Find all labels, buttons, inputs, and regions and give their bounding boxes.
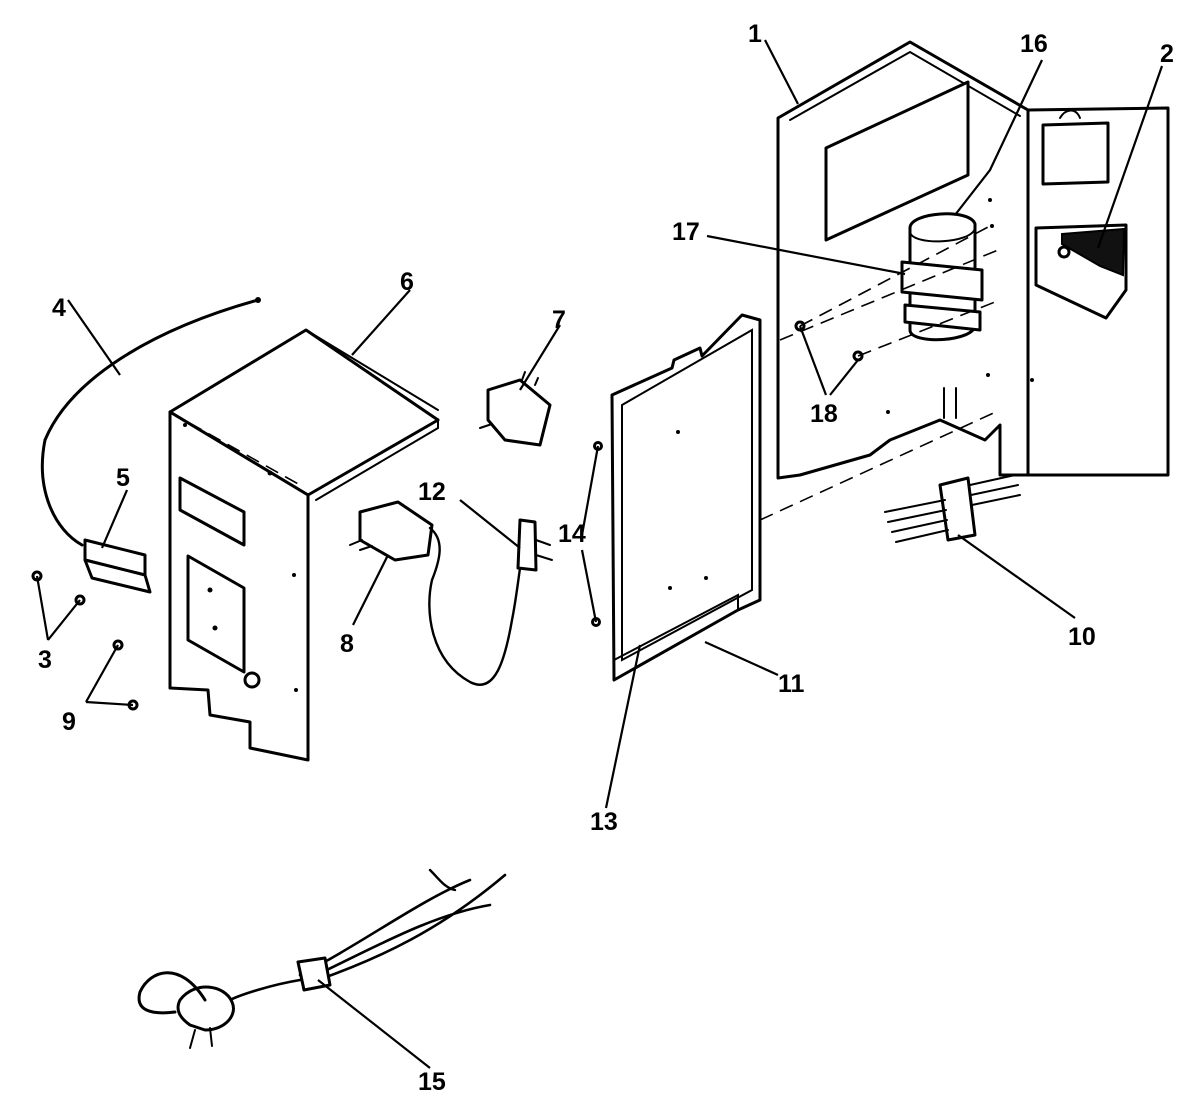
part-15-power-cord <box>137 868 507 1049</box>
part-8-switch <box>349 500 527 686</box>
part-10-terminal-block <box>884 474 1021 543</box>
leader-lines <box>35 39 1164 1069</box>
callout-9: 9 <box>62 708 76 736</box>
part-12-terminal <box>516 518 553 572</box>
callout-10: 10 <box>1068 623 1096 651</box>
callout-18: 18 <box>810 400 838 428</box>
callout-labels: 1 16 2 17 18 10 4 6 7 5 12 14 8 3 9 11 1… <box>38 20 1174 1096</box>
callout-6: 6 <box>400 268 414 296</box>
callout-2: 2 <box>1160 40 1174 68</box>
callout-7: 7 <box>552 306 566 334</box>
callout-17: 17 <box>672 218 700 246</box>
callout-5: 5 <box>116 464 130 492</box>
assembly-lines <box>169 225 1001 521</box>
part-9-screws <box>112 639 139 711</box>
part-17-strap <box>900 260 984 332</box>
part-13-insulation <box>621 328 753 662</box>
part-7-switch <box>479 371 552 447</box>
callout-14: 14 <box>558 520 586 548</box>
callout-3: 3 <box>38 646 52 674</box>
callout-15: 15 <box>418 1068 446 1096</box>
callout-13: 13 <box>590 808 618 836</box>
callout-12: 12 <box>418 478 446 506</box>
callout-4: 4 <box>52 294 66 322</box>
part-4-cable <box>40 297 261 547</box>
callout-1: 1 <box>748 20 762 48</box>
part-6-control-box <box>168 328 440 762</box>
callout-16: 16 <box>1020 30 1048 58</box>
part-5-bracket <box>83 538 152 594</box>
part-11-cover-panel <box>610 313 762 682</box>
callout-11: 11 <box>778 670 805 698</box>
callout-8: 8 <box>340 630 354 658</box>
part-1-rear-housing <box>776 40 1170 480</box>
